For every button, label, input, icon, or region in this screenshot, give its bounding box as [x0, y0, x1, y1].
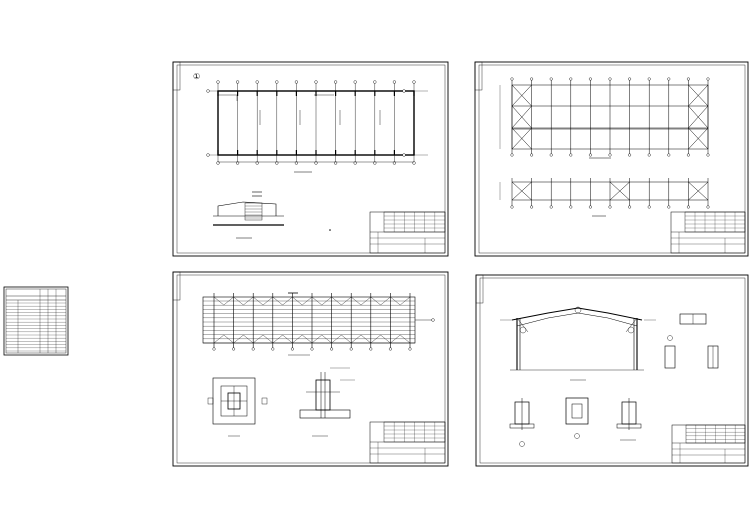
- purlin-plan: [202, 292, 435, 356]
- binding-strip: [474, 61, 483, 91]
- title-block: [670, 211, 746, 254]
- drawing-sheet-bracing-plan[interactable]: [474, 61, 749, 257]
- title-block: [369, 421, 446, 464]
- title-block: [671, 424, 746, 464]
- column-base-detail: [207, 377, 268, 437]
- end-plate-details: [664, 313, 719, 369]
- wall-bracing-elevation: [499, 178, 710, 217]
- drawing-sheet-floor-plan[interactable]: ①: [172, 61, 449, 257]
- base-details: [509, 397, 642, 447]
- north-arrow-symbol: ①: [193, 72, 200, 81]
- roof-bracing-plan: [499, 77, 710, 159]
- binding-strip: [172, 271, 181, 301]
- portal-frame-elevation: [500, 306, 656, 381]
- binding-strip: [475, 274, 484, 304]
- drawing-sheet-frame-elevation[interactable]: [475, 274, 749, 467]
- title-block: [369, 211, 446, 254]
- drawing-index-table[interactable]: [3, 286, 69, 356]
- column-grid-plan: [206, 80, 428, 173]
- drawing-sheet-purlin-layout[interactable]: [172, 271, 449, 467]
- connection-detail: [299, 367, 355, 437]
- wall-section: [213, 191, 331, 239]
- binding-strip: [172, 61, 181, 91]
